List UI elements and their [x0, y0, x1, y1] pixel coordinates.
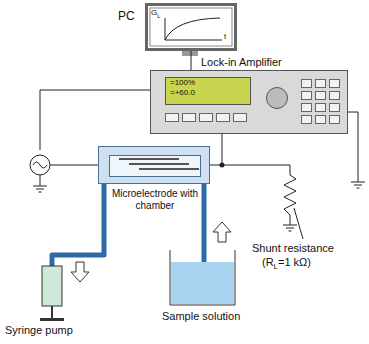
pc-monitor: PC	[145, 3, 237, 51]
device-label: Lock-in Amplifier	[201, 56, 282, 69]
keypad-key	[315, 91, 326, 100]
wire-connector	[191, 51, 192, 70]
electrode-finger	[139, 168, 199, 170]
label-text: =1 kΩ)	[278, 256, 311, 268]
flow-arrow	[71, 262, 89, 282]
keypad-key	[301, 91, 312, 100]
leader-line	[294, 208, 303, 239]
keypad-key	[329, 91, 340, 100]
component-label: Shunt resistance	[252, 242, 334, 255]
subscript: L	[274, 262, 278, 271]
keypad-key	[301, 115, 312, 124]
label-text: Syringe pump	[5, 324, 73, 336]
axis-label: GL	[151, 8, 160, 19]
keypad-key	[301, 103, 312, 112]
keypad-key	[329, 79, 340, 88]
keypad-key	[315, 115, 326, 124]
component-value: (RL=1 kΩ)	[262, 256, 311, 271]
panel-button	[216, 113, 230, 122]
panel-button	[182, 113, 196, 122]
wire-connector	[210, 134, 222, 165]
flow-arrow	[213, 222, 231, 242]
display-readout: =+60.0	[170, 88, 195, 97]
label-text: =100%	[170, 78, 195, 87]
label-text: t	[224, 32, 226, 41]
keypad-key	[315, 79, 326, 88]
subscript: L	[157, 13, 160, 19]
label-text: Shunt resistance	[252, 242, 334, 254]
panel-button	[199, 113, 213, 122]
panel-button	[165, 113, 179, 122]
label-text: Sample solution	[162, 310, 240, 322]
device-label: PC	[118, 10, 135, 24]
ac-source	[30, 155, 50, 175]
label-text: G	[151, 8, 157, 17]
device-label: Microelectrode with chamber	[109, 188, 201, 211]
label-text: (R	[262, 256, 274, 268]
syringe	[40, 266, 64, 321]
device-label: Sample solution	[162, 310, 240, 323]
label-text: =+60.0	[170, 88, 195, 97]
display-readout: =100%	[170, 78, 195, 87]
keypad-key	[329, 115, 340, 124]
keypad-key	[329, 103, 340, 112]
electrode-finger	[119, 158, 179, 160]
beaker	[170, 250, 235, 305]
microelectrode-chamber: Microelectrode with chamber	[98, 146, 210, 184]
knob	[266, 87, 288, 109]
device-label: Syringe pump	[5, 324, 73, 337]
axis-label: t	[224, 32, 226, 41]
panel-button	[233, 113, 247, 122]
ground-symbols	[33, 182, 365, 231]
keypad-key	[315, 103, 326, 112]
electrode-finger	[129, 163, 189, 165]
keypad-key	[301, 79, 312, 88]
